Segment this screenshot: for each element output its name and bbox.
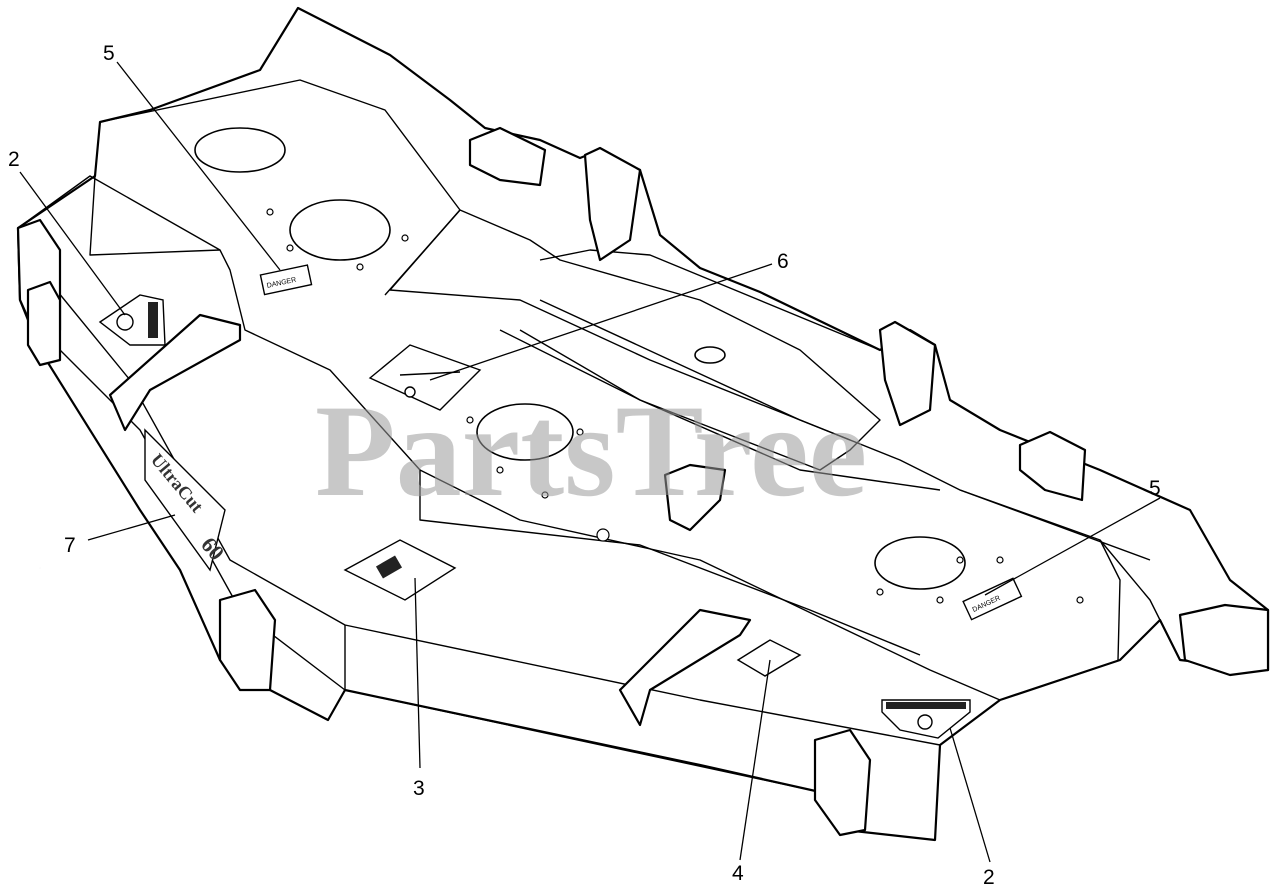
callout-3: 3 xyxy=(413,777,425,800)
right-skirt xyxy=(1099,539,1121,661)
decals: DANGER UltraCut 60 xyxy=(98,264,1023,739)
leader-4 xyxy=(739,659,771,861)
leader-5-top xyxy=(116,61,281,271)
right-end-bracket xyxy=(1178,603,1270,677)
callout-7: 7 xyxy=(64,534,76,557)
callout-4: 4 xyxy=(732,862,744,885)
leader-lines xyxy=(19,61,1161,863)
warning-decal-4 xyxy=(736,639,802,677)
rear-rail xyxy=(539,249,881,351)
bolt-hole xyxy=(466,416,474,424)
warning-decal-3 xyxy=(343,539,457,601)
callout-2-bottom: 2 xyxy=(983,866,995,889)
leader-2-left xyxy=(19,171,126,316)
bolt-hole xyxy=(401,234,409,242)
callout-5-top: 5 xyxy=(103,42,115,65)
danger-strip-decal-right: DANGER xyxy=(962,577,1023,621)
top-plate-ridge xyxy=(384,209,881,471)
front-skirt-rail xyxy=(344,689,821,793)
leader-3 xyxy=(414,577,421,769)
front-left-bracket xyxy=(108,313,242,432)
bolt-hole xyxy=(956,556,964,564)
spindle-hole-center xyxy=(476,403,574,461)
callout-2-left: 2 xyxy=(8,148,20,171)
bolt-hole xyxy=(996,556,1004,564)
shield-decal-left xyxy=(98,294,166,346)
rear-arm xyxy=(583,146,642,262)
front-left-end xyxy=(218,588,277,692)
brackets xyxy=(16,126,1270,837)
rear-arm-right xyxy=(878,320,937,427)
left-baffle xyxy=(89,175,221,256)
leader-6 xyxy=(429,263,773,381)
pulley-plate xyxy=(194,127,286,173)
bolt-hole xyxy=(286,244,294,252)
bolt-hole xyxy=(266,208,274,216)
instruction-decal-6 xyxy=(368,344,482,411)
bolt-hole xyxy=(496,466,504,474)
bolt-hole xyxy=(541,491,549,499)
spindle-holes xyxy=(194,127,966,590)
shield-decal-bottom xyxy=(881,699,971,739)
idler-hole xyxy=(694,346,726,364)
bolt-hole xyxy=(936,596,944,604)
bolt-hole xyxy=(356,263,364,271)
left-roller-mount xyxy=(26,280,62,367)
rear-rail-2 xyxy=(539,299,851,441)
center-ridge-2 xyxy=(499,329,941,491)
danger-strip-decal-top: DANGER xyxy=(259,264,313,296)
bolt-hole xyxy=(1076,596,1084,604)
front-right-bracket xyxy=(813,728,872,837)
center-mount xyxy=(663,463,727,532)
leader-2-bottom xyxy=(949,727,991,863)
bolt-holes xyxy=(39,208,1084,604)
front-center-bracket xyxy=(618,608,752,727)
bolt-hole xyxy=(576,428,584,436)
callout-numbers: 5 2 6 7 5 3 4 2 xyxy=(8,42,1161,889)
leader-5-right xyxy=(984,497,1161,596)
spindle-hole-left xyxy=(289,199,391,261)
callout-6: 6 xyxy=(777,250,789,273)
right-edge xyxy=(959,489,1161,621)
leader-7 xyxy=(87,514,176,541)
front-skirt xyxy=(39,269,941,746)
rear-hitch-right xyxy=(1018,430,1087,502)
spindle-hole-right xyxy=(874,536,966,590)
top-plate-upper xyxy=(99,79,1151,561)
center-ridge xyxy=(419,470,921,656)
watermark: PartsTree xyxy=(315,377,867,524)
rear-hitch-left xyxy=(468,126,547,187)
callout-5-right: 5 xyxy=(1149,477,1161,500)
bolt-hole xyxy=(876,588,884,596)
bolt-hole xyxy=(596,528,610,542)
